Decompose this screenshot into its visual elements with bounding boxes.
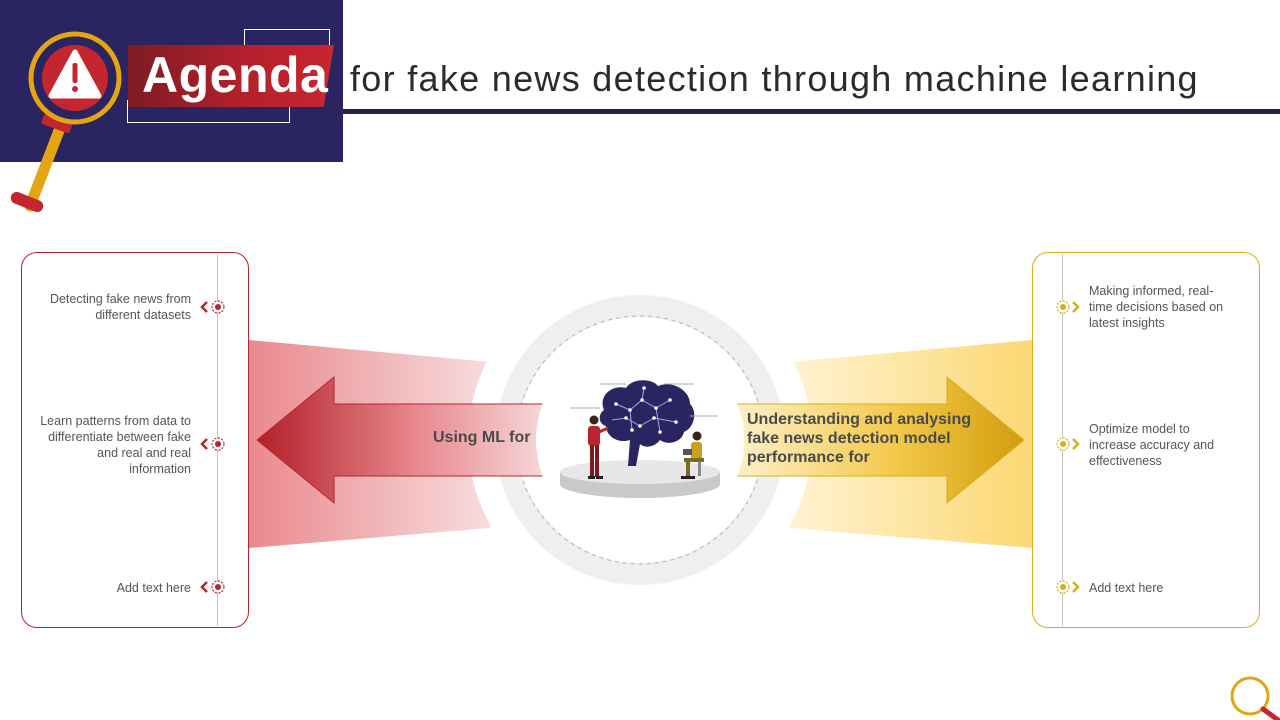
header-rule (343, 109, 1280, 114)
right-arrow-label: Understanding and analysing fake news de… (747, 411, 972, 466)
header-frame-bottom (127, 100, 290, 123)
right-item-2: Optimize model to increase accuracy and … (1089, 422, 1215, 468)
right-item-1: Making informed, real-time decisions bas… (1089, 284, 1224, 330)
agenda-band (128, 45, 334, 107)
target-chevron-icon (200, 300, 225, 314)
target-chevron-icon (1056, 437, 1080, 451)
magnifier-warning-icon (10, 31, 122, 213)
target-chevron-icon (200, 437, 225, 451)
person-sitting-illustration (681, 431, 704, 479)
header-frame-top (244, 29, 330, 54)
left-item-1: Detecting fake news from different datas… (49, 292, 191, 322)
page-title: for fake news detection through machine … (350, 58, 1199, 99)
magnifier-icon (1230, 676, 1280, 720)
target-chevron-icon (1056, 580, 1080, 594)
left-item-2: Learn patterns from data to differentiat… (40, 414, 191, 476)
right-item-3: Add text here (1089, 581, 1164, 595)
left-item-3: Add text here (116, 581, 191, 595)
right-panel (1032, 252, 1260, 628)
agenda-label: Agenda (142, 47, 329, 103)
person-standing-illustration (588, 415, 609, 479)
target-chevron-icon (1056, 300, 1080, 314)
left-panel (21, 252, 249, 628)
target-chevron-icon (200, 580, 225, 594)
left-arrow-label: Using ML for (433, 429, 531, 446)
brain-illustration (570, 380, 718, 466)
